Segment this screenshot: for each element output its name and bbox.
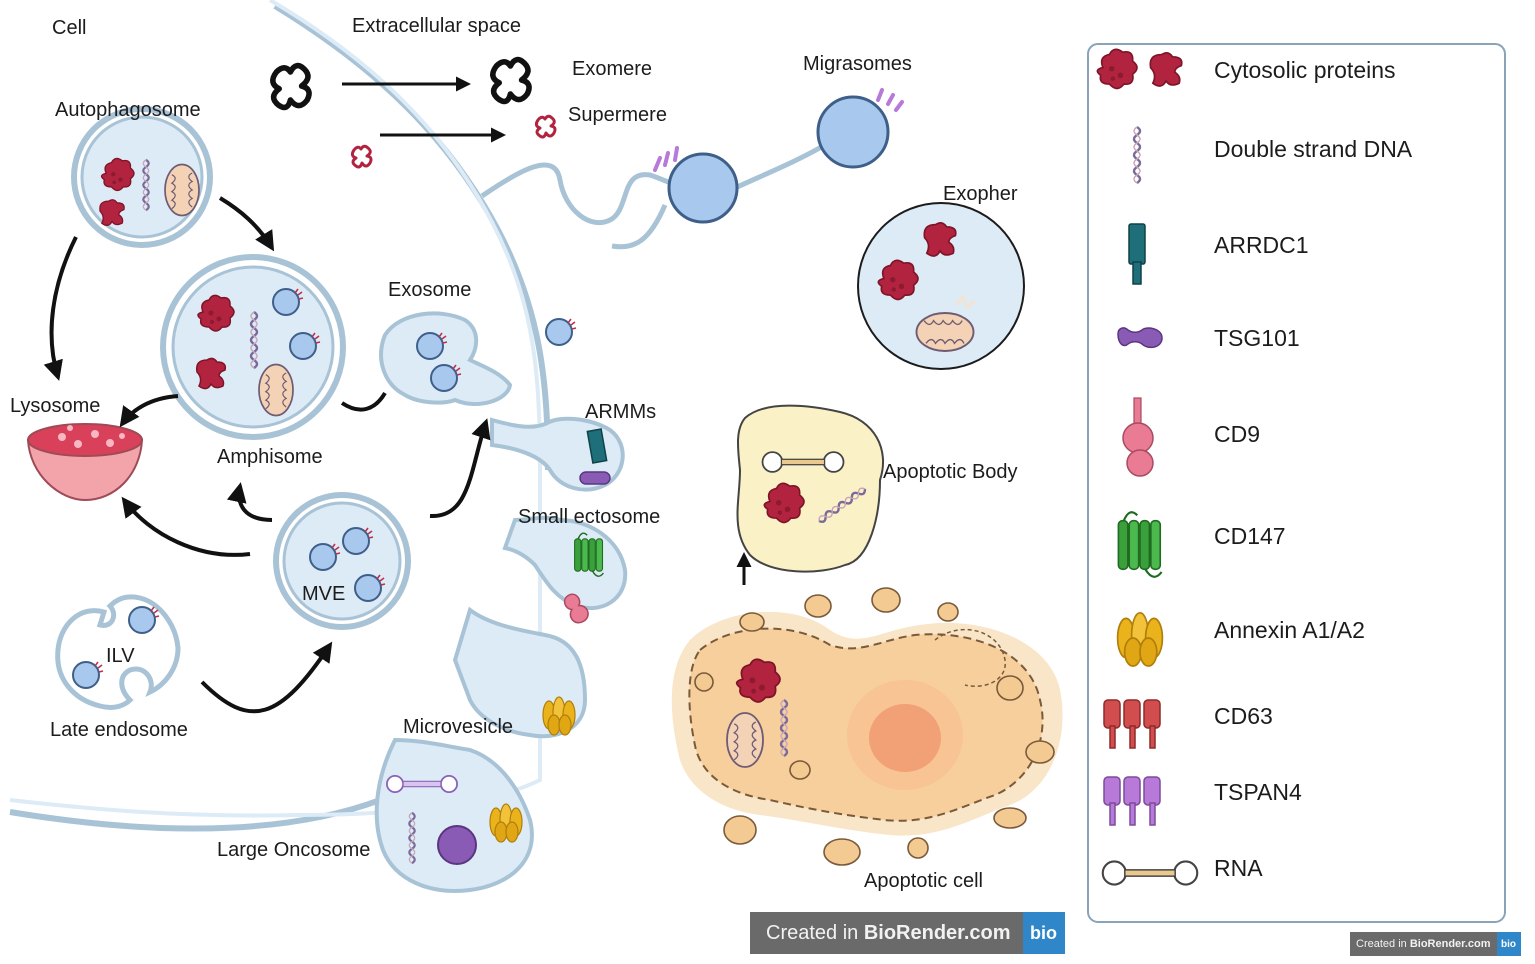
small-ectosome-label: Small ectosome xyxy=(518,506,660,528)
watermark-text: Created in BioRender.com xyxy=(750,912,1023,954)
armms-label: ARMMs xyxy=(585,401,656,423)
late-endosome xyxy=(55,594,181,710)
apoptotic-body-label: Apoptotic Body xyxy=(883,461,1018,483)
arrdc1-icon xyxy=(1128,223,1146,285)
exopher xyxy=(857,202,1025,370)
legend-item-cd147: CD147 xyxy=(1117,511,1286,578)
legend-item-cytosolic-proteins: Cytosolic proteins xyxy=(1096,48,1396,90)
autophagosome-label: Autophagosome xyxy=(55,99,201,121)
legend-label: Cytosolic proteins xyxy=(1214,57,1396,83)
legend-box xyxy=(1087,43,1506,923)
watermark-brand: BioRender.com xyxy=(863,921,1011,944)
biorender-logo-icon: bio xyxy=(1496,932,1521,956)
legend-item-tsg101: TSG101 xyxy=(1117,325,1300,351)
legend-item-rna: RNA xyxy=(1101,855,1263,886)
legend-item-arrdc1: ARRDC1 xyxy=(1128,223,1309,285)
watermark-prefix: Created in xyxy=(766,921,864,944)
legend-label: CD9 xyxy=(1214,421,1260,447)
legend-item-tspan4: TSPAN4 xyxy=(1103,776,1302,826)
biorender-watermark[interactable]: Created in BioRender.com bio xyxy=(750,912,1065,954)
legend-label: TSG101 xyxy=(1214,325,1300,351)
mve-label: MVE xyxy=(302,583,345,605)
exopher-label: Exopher xyxy=(943,183,1018,205)
legend-label: ARRDC1 xyxy=(1214,232,1309,258)
microvesicle-label: Microvesicle xyxy=(403,716,513,738)
legend-label: RNA xyxy=(1214,855,1263,881)
biorender-logo-icon: bio xyxy=(1022,912,1065,954)
apoptotic-cell xyxy=(671,587,1063,866)
legend-item-cd63: CD63 xyxy=(1103,699,1273,749)
mve xyxy=(273,492,411,630)
apoptotic-body xyxy=(736,404,885,585)
ilv-label: ILV xyxy=(106,645,135,667)
migrasomes-label: Migrasomes xyxy=(803,53,912,75)
nanoparticles xyxy=(273,60,557,169)
apoptotic-cell-label: Apoptotic cell xyxy=(864,870,983,892)
tspan4-icon xyxy=(1103,776,1161,826)
lysosome xyxy=(26,423,144,502)
pathway-arrows xyxy=(43,196,491,714)
legend-item-annexin: Annexin A1/A2 xyxy=(1116,611,1365,667)
legend-label: Annexin A1/A2 xyxy=(1214,617,1365,643)
bud-cargo xyxy=(385,428,611,865)
annexin-icon xyxy=(1116,611,1164,667)
watermark-prefix: Created in xyxy=(1356,938,1410,950)
diagram-labels: Cell Extracellular space Exomere Superme… xyxy=(10,15,1018,892)
amphisome xyxy=(160,254,346,440)
migrasome-tether xyxy=(480,139,832,250)
late-endosome-label: Late endosome xyxy=(50,719,188,741)
legend-label: CD147 xyxy=(1214,523,1286,549)
lysosome-label: Lysosome xyxy=(10,395,100,417)
legend-label: CD63 xyxy=(1214,703,1273,729)
watermark-brand: BioRender.com xyxy=(1409,938,1491,950)
supermere-label: Supermere xyxy=(568,104,667,126)
watermark-text: Created in BioRender.com xyxy=(1350,932,1497,956)
exosome-label: Exosome xyxy=(388,279,471,301)
autophagosome xyxy=(71,106,213,248)
tsg101-icon xyxy=(1117,327,1163,349)
amphisome-label: Amphisome xyxy=(217,446,323,468)
biorender-watermark-small[interactable]: Created in BioRender.com bio xyxy=(1350,932,1521,956)
cd63-icon xyxy=(1103,699,1161,749)
exomere-label: Exomere xyxy=(572,58,652,80)
legend-label: TSPAN4 xyxy=(1214,779,1302,805)
cd9-icon xyxy=(1122,397,1154,477)
cell-label: Cell xyxy=(52,17,86,39)
legend-label: Double strand DNA xyxy=(1214,136,1413,162)
legend-item-double-strand-dna: Double strand DNA xyxy=(1132,125,1413,185)
legend-item-cd9: CD9 xyxy=(1122,397,1260,477)
extracellular-space-label: Extracellular space xyxy=(352,15,521,37)
legend: Cytosolic proteins Double strand DNA ARR… xyxy=(1087,43,1506,923)
migrasome-vesicles xyxy=(653,88,904,224)
large-oncosome-label: Large Oncosome xyxy=(217,839,370,861)
